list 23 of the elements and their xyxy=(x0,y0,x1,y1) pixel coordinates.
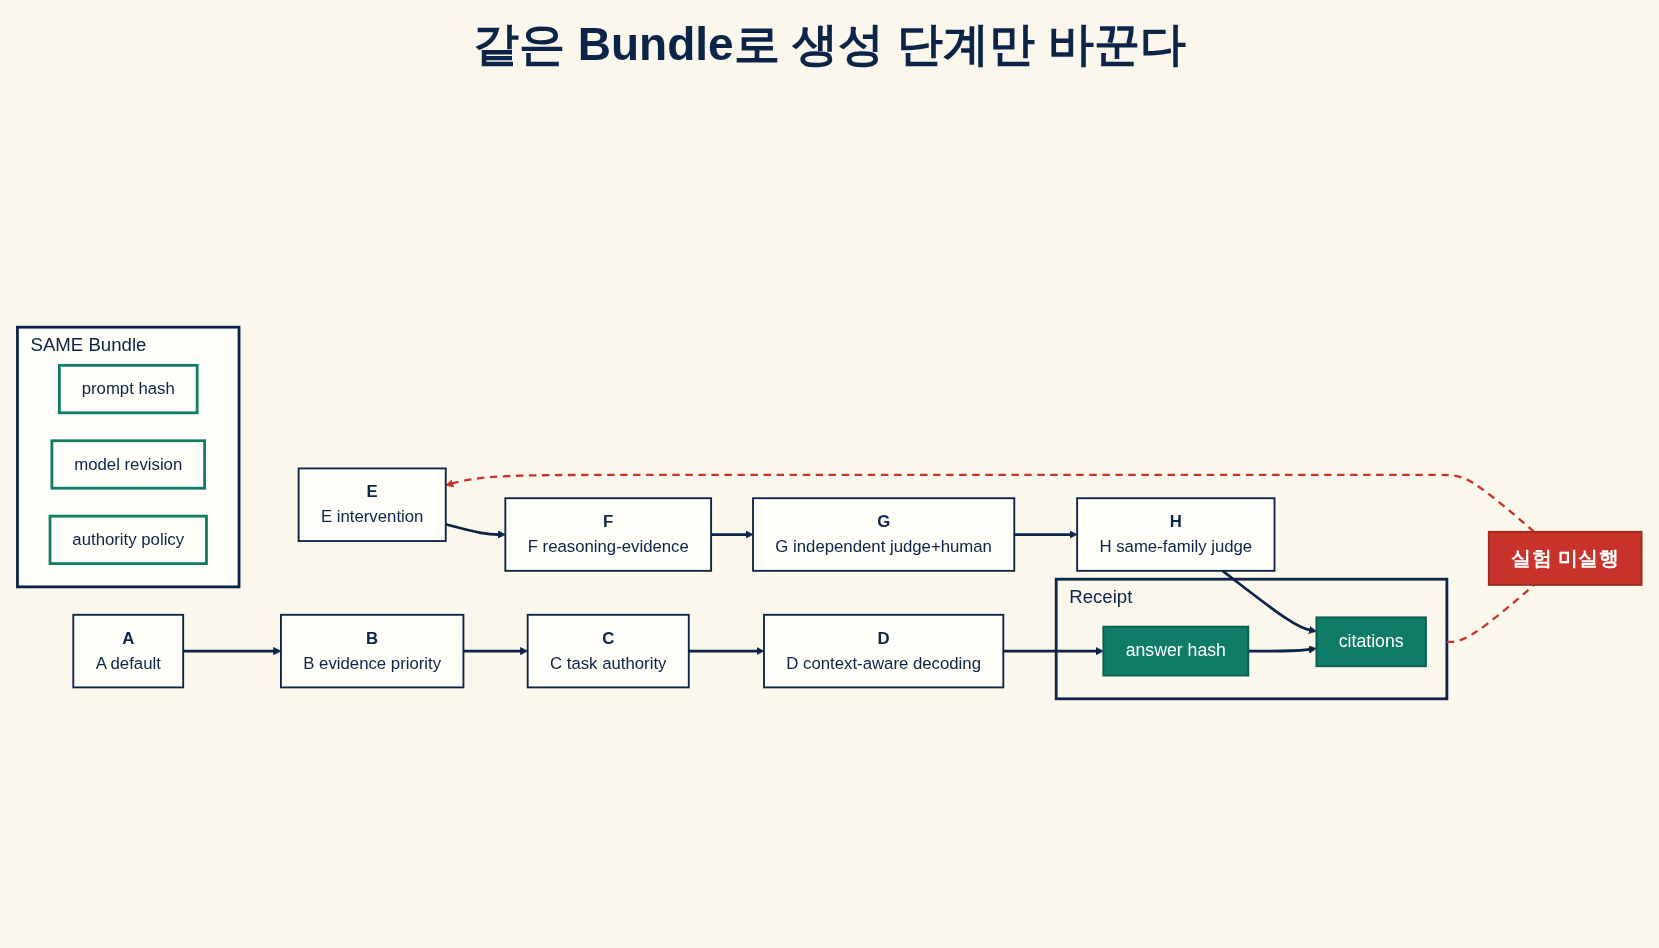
node-box: prompt hash xyxy=(57,363,199,415)
node-box: citations xyxy=(1315,616,1427,668)
title: 같은 Bundle로 생성 단계만 바꾼다 xyxy=(472,17,1187,72)
arrow xyxy=(1248,645,1317,654)
arrow xyxy=(445,473,1535,533)
node-box: C C task authority xyxy=(526,613,690,689)
node-box: H H same-family judge xyxy=(1076,497,1276,572)
node-box: E E intervention xyxy=(297,467,447,542)
node-box: authority policy xyxy=(48,514,208,565)
node-box: D D context-aware decoding xyxy=(763,613,1005,689)
connector xyxy=(1446,584,1535,643)
node-box: F F reasoning-evidence xyxy=(504,497,713,572)
arrow xyxy=(1003,647,1104,656)
node-box: B B evidence priority xyxy=(280,613,465,689)
arrow xyxy=(445,522,506,539)
arrow xyxy=(711,530,754,539)
node-box: G G independent judge+human xyxy=(752,497,1016,572)
node-box: answer hash xyxy=(1102,625,1250,677)
node-box: A A default xyxy=(72,613,185,689)
node-box: model revision xyxy=(50,439,206,490)
node-box: 실험 미실행 xyxy=(1487,530,1643,586)
arrow xyxy=(1221,569,1317,634)
arrow xyxy=(1014,530,1078,539)
